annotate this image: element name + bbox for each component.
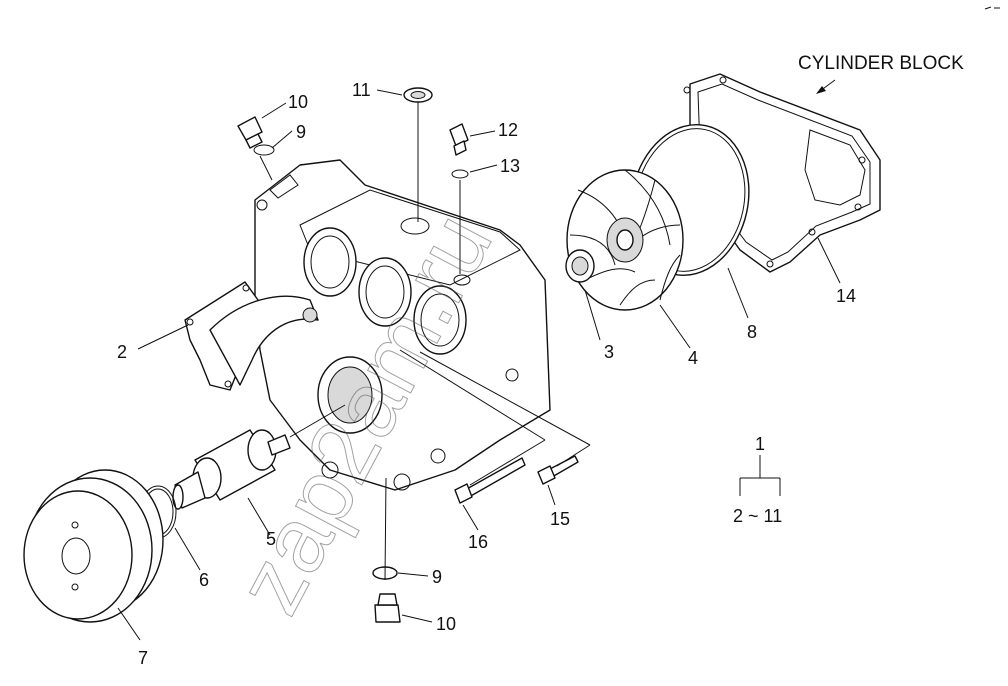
direction-arrow-icon	[816, 79, 836, 94]
part-13-oring	[451, 169, 469, 179]
part-2-elbow	[184, 281, 319, 391]
part-15-bolt	[537, 455, 579, 485]
callout-2: 2	[117, 342, 127, 362]
callout-range: 2 ~ 11	[733, 506, 782, 526]
callout-9-top: 9	[296, 122, 306, 142]
callout-7: 7	[138, 648, 148, 668]
callout-11: 11	[352, 80, 371, 100]
callout-5: 5	[266, 529, 276, 549]
callout-leaders	[117, 89, 841, 641]
part-11-plug	[403, 87, 433, 103]
part-10-plug-top	[237, 116, 263, 149]
part-9-washer-top	[253, 144, 275, 156]
callout-6: 6	[199, 570, 209, 590]
part-12-fitting	[449, 123, 469, 156]
assembly-guides	[259, 102, 591, 581]
callout-4: 4	[688, 348, 698, 368]
callout-13: 13	[500, 156, 520, 176]
callout-12: 12	[498, 120, 518, 140]
corner-mark	[984, 6, 1000, 10]
part-16-bolt	[454, 457, 526, 504]
callout-8: 8	[747, 322, 757, 342]
callout-9-bottom: 9	[432, 567, 442, 587]
part-4-impeller	[566, 169, 684, 311]
callout-10-bottom: 10	[436, 614, 456, 634]
assembly-bracket	[739, 455, 781, 496]
cylinder-block-label: CYLINDER BLOCK	[798, 53, 964, 74]
callout-3: 3	[604, 342, 614, 362]
part-10-plug-bottom	[374, 593, 401, 623]
part-7-pulley	[23, 469, 164, 623]
callout-14: 14	[836, 286, 856, 306]
callout-15: 15	[550, 509, 570, 529]
part-3-seal	[565, 249, 595, 283]
callout-1: 1	[755, 434, 765, 454]
part-5-shaft-bearing	[172, 429, 291, 510]
callout-16: 16	[468, 532, 488, 552]
callout-10-top: 10	[288, 92, 308, 112]
